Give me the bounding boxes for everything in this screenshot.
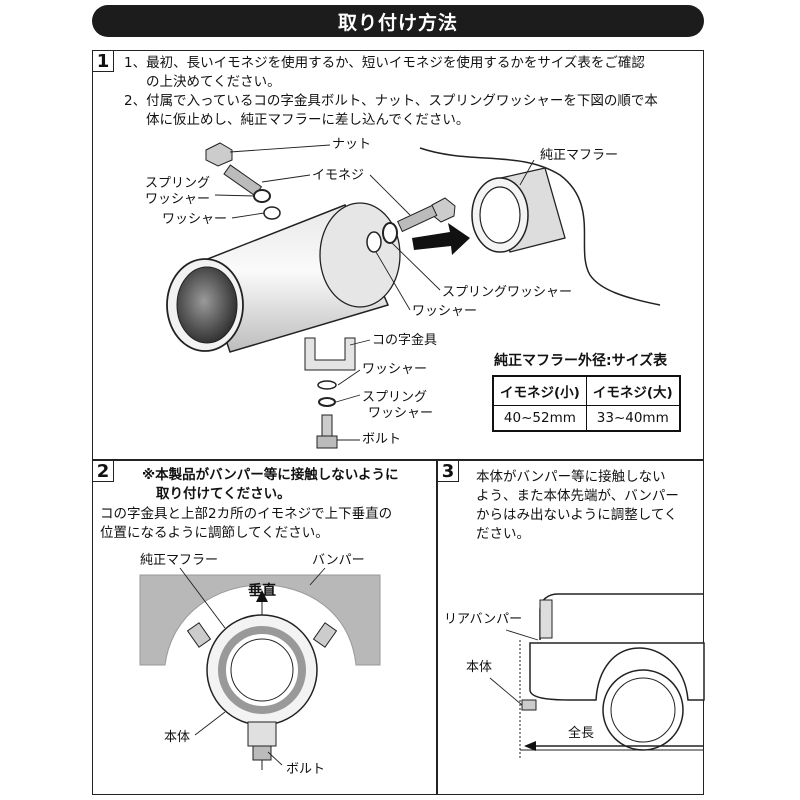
step3-line4: ださい。 (476, 526, 530, 542)
s2-label-bumper: バンパー (312, 553, 365, 568)
step1-line2a: 2、付属で入っているコの字金具ボルト、ナット、スプリングワッシャーを下図の順で本 (124, 93, 658, 109)
label-set-screw: イモネジ (312, 168, 365, 183)
size-table-title: 純正マフラー外径:サイズ表 (494, 353, 668, 369)
oem-muffler-pipe (471, 167, 566, 253)
page-title: 取り付け方法 (92, 5, 704, 37)
step1-line2b: 体に仮止めし、純正マフラーに差し込んでください。 (146, 112, 470, 128)
left-set-screw-detail (186, 622, 212, 648)
step3-line1: 本体がバンパー等に接触しない (476, 469, 666, 485)
s2-label-vertical: 垂直 (248, 583, 276, 599)
rear-light (539, 599, 553, 639)
section-3-frame (437, 460, 704, 795)
exhaust-tip (521, 699, 537, 711)
oem-muffler-outline (419, 147, 661, 306)
s2-label-bolt: ボルト (286, 762, 326, 777)
step2-line2: 位置になるように調節してください。 (100, 525, 329, 541)
bottom-bolt-detail (247, 721, 277, 761)
bracket-body (206, 614, 318, 726)
car-rear-outline (539, 593, 704, 640)
label-washer-right: ワッシャー (412, 304, 478, 319)
insert-arrow (412, 223, 470, 255)
section-1-number: 1 (92, 50, 114, 72)
car-wheel (602, 669, 684, 751)
s3-label-total-length: 全長 (568, 726, 595, 741)
bottom-washer-part (317, 380, 337, 390)
step1-line1a: 1、最初、長いイモネジを使用するか、短いイモネジを使用するかをサイズ表をご確認 (124, 55, 645, 71)
s3-label-body: 本体 (466, 660, 493, 675)
vertical-arrow (256, 590, 268, 602)
total-length-arrow (524, 741, 536, 751)
step2-line1: コの字金具と上部2カ所のイモネジで上下垂直の (100, 506, 393, 522)
nut-part (205, 142, 233, 167)
section-2-number: 2 (92, 460, 114, 482)
label-oem-muffler: 純正マフラー (540, 148, 619, 163)
u-bracket-part (304, 337, 356, 371)
label-spring-washer-bottom-a: スプリング (362, 390, 428, 405)
right-spring-washer-part (382, 222, 398, 244)
step3-line2: よう、また本体先端が、バンパー (476, 488, 679, 504)
label-u-bracket: コの字金具 (372, 333, 438, 348)
s2-label-body: 本体 (164, 730, 191, 745)
label-washer-bottom: ワッシャー (362, 362, 428, 377)
label-spring-washer-b: ワッシャー (145, 192, 211, 207)
right-set-screw-part (397, 204, 438, 233)
right-set-screw-detail (312, 622, 338, 648)
size-table-value-large: 33~40mm (585, 405, 681, 432)
rear-bumper-outline (529, 642, 705, 701)
size-table-header-small: イモネジ(小) (492, 375, 587, 406)
label-washer: ワッシャー (162, 212, 228, 227)
bottom-spring-washer-part (318, 397, 336, 407)
step2-warning-line2: 取り付けてください。 (156, 486, 291, 502)
section-1-frame (92, 50, 704, 460)
tail-pipe (166, 202, 401, 353)
label-spring-washer-a: スプリング (145, 176, 211, 191)
size-table: イモネジ(小) イモネジ(大) 40~52mm 33~40mm (492, 375, 681, 432)
step1-line1b: の上決めてください。 (146, 74, 281, 90)
label-nut: ナット (332, 137, 372, 152)
step3-line3: からはみ出ないように調整してく (476, 507, 678, 523)
s2-label-oem-muffler: 純正マフラー (140, 553, 219, 568)
right-washer-part (366, 231, 382, 253)
label-spring-washer-bottom-b: ワッシャー (368, 406, 434, 421)
label-bolt: ボルト (362, 432, 402, 447)
section-2-frame (92, 460, 437, 795)
size-table-header-large: イモネジ(大) (585, 375, 681, 406)
bumper-shape (139, 574, 381, 666)
label-spring-washer-right: スプリングワッシャー (442, 285, 573, 300)
s3-label-rear-bumper: リアバンパー (444, 612, 523, 627)
section-3-number: 3 (437, 460, 459, 482)
step2-warning-line1: ※本製品がバンパー等に接触しないように (142, 467, 399, 483)
bottom-bolt-part (316, 414, 338, 449)
